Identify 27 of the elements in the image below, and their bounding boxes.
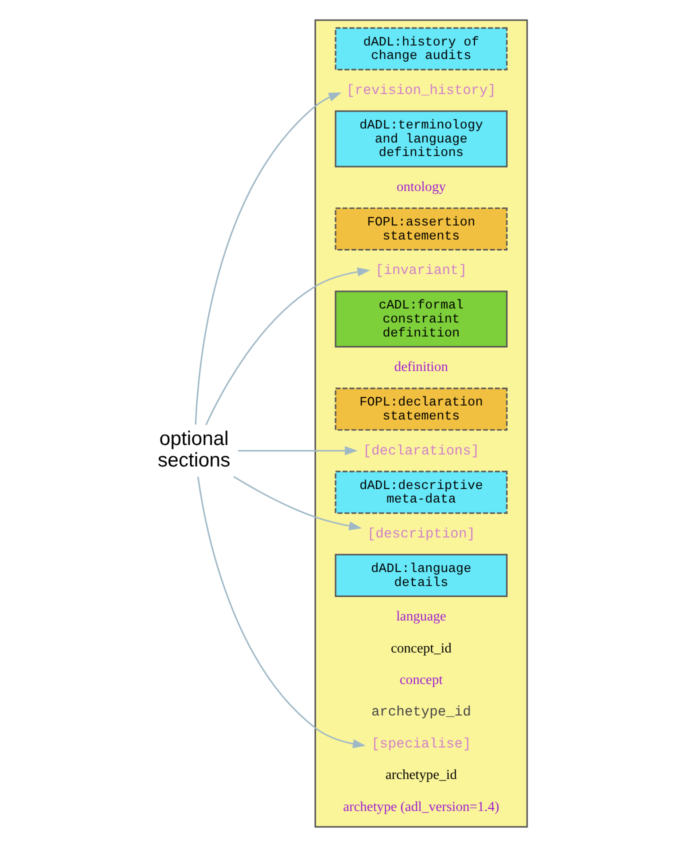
node-text: definition (394, 359, 448, 374)
node-text: archetype (adl_version=1.4) (342, 798, 499, 814)
node-text: [revision_history] (346, 83, 496, 100)
node-text: concept_id (390, 640, 452, 656)
node-text: [declarations] (362, 443, 479, 460)
arrow (194, 92, 342, 425)
node-text: ontology (396, 179, 446, 194)
node-text: archetype_id (370, 704, 471, 721)
node-text: language (396, 608, 446, 624)
node-text: [description] (366, 526, 475, 543)
node-text: optional sections (157, 428, 230, 472)
node-box: dADL:language details (334, 554, 508, 597)
node-text: concept (399, 672, 442, 688)
node-box: FOPL:declaration statements (334, 388, 508, 431)
cluster (314, 19, 528, 828)
arrow (232, 476, 362, 530)
node-box: FOPL:assertion statements (334, 207, 508, 251)
node-box: dADL:history of change audits (334, 27, 508, 70)
node-box: dADL:descriptive meta-data (334, 470, 508, 514)
node-box: cADL:formal constraint definition (334, 290, 508, 348)
node-text: [invariant] (375, 263, 466, 280)
node-text: archetype_id (384, 767, 456, 782)
arrow (204, 267, 370, 426)
node-box: dADL:terminology and language definitions (334, 110, 508, 168)
arrow (196, 476, 366, 748)
node-text: [specialise] (370, 736, 471, 752)
arrow (238, 446, 358, 456)
